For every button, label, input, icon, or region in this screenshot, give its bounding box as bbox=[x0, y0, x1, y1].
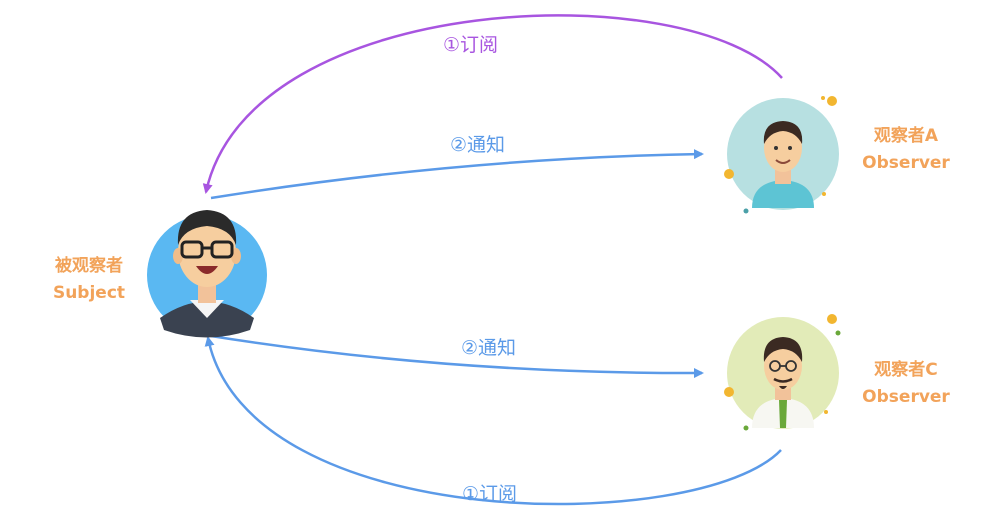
observer-a-dot bbox=[743, 208, 749, 214]
observer-c-avatar-icon bbox=[752, 337, 814, 428]
observer-a-dot bbox=[827, 96, 837, 106]
notify-arrow-c bbox=[210, 334, 704, 379]
notify-label-c: ②通知 bbox=[461, 337, 516, 359]
observer-c-dot bbox=[835, 330, 841, 336]
observer-a-avatar-icon bbox=[752, 121, 814, 208]
subject-label-cn: 被观察者 bbox=[55, 255, 123, 276]
observer-a-dot bbox=[822, 192, 826, 196]
observer-a-label-en: Observer bbox=[862, 153, 950, 173]
observer-c-dot bbox=[827, 314, 837, 324]
notify-label-a: ②通知 bbox=[450, 134, 505, 156]
subscribe-label-a: ①订阅 bbox=[443, 34, 498, 56]
subscribe-arrow-a bbox=[202, 14, 783, 194]
observer-a-dot bbox=[833, 122, 839, 128]
observer-a-dot bbox=[724, 169, 734, 179]
observer-c-dot bbox=[724, 387, 734, 397]
subject-label-en: Subject bbox=[53, 283, 125, 303]
subscribe-label-c: ①订阅 bbox=[462, 483, 517, 505]
subject-avatar-icon bbox=[160, 210, 254, 338]
observer-c-label-cn: 观察者C bbox=[873, 359, 937, 380]
observer-c-node: 观察者C Observer bbox=[724, 314, 950, 431]
observer-a-node: 观察者A Observer bbox=[724, 96, 950, 214]
notify-arrow-a bbox=[210, 149, 704, 200]
observer-a-label-cn: 观察者A bbox=[873, 125, 939, 146]
observer-c-dot bbox=[824, 410, 828, 414]
observer-a-dot bbox=[821, 96, 825, 100]
observer-c-dot bbox=[743, 425, 749, 431]
subject-node: 被观察者 Subject bbox=[53, 210, 267, 338]
subscribe-arrow-c bbox=[204, 336, 782, 506]
observer-c-label-en: Observer bbox=[862, 387, 950, 407]
